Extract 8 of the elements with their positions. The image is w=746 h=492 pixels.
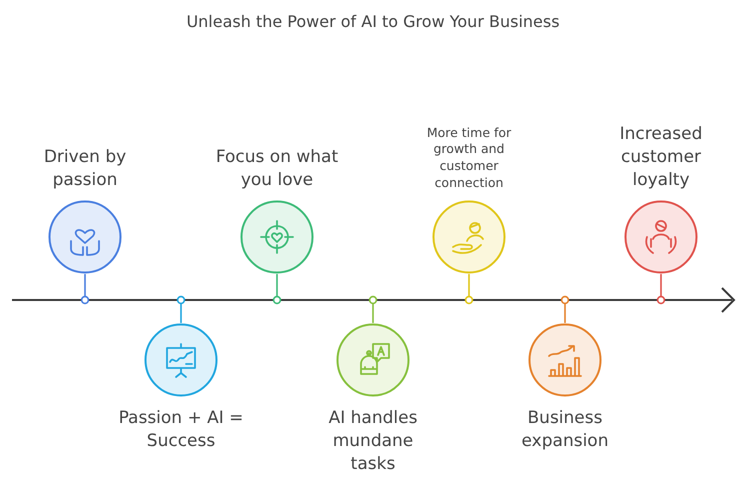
milestone-label: More time for growth and customer connection: [426, 124, 512, 192]
milestone-label: Business expansion: [520, 407, 610, 453]
title: Unleash the Power of AI to Grow Your Business: [185, 12, 561, 31]
milestone-label: Focus on what you love: [214, 146, 340, 192]
milestone-label: Passion + AI = Success: [118, 407, 244, 453]
milestone-label: AI handles mundane tasks: [328, 407, 418, 476]
milestone-label: Driven by passion: [42, 146, 128, 192]
milestone-label: Increased customer loyalty: [618, 123, 704, 192]
